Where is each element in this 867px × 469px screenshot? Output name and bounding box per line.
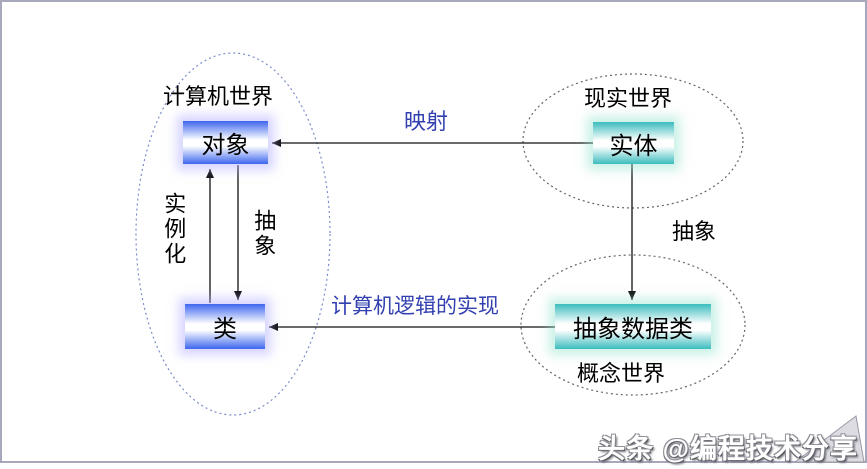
real-world-ellipse	[522, 73, 744, 209]
abstraction-label-right: 抽象	[672, 219, 717, 244]
implementation-label: 计算机逻辑的实现	[331, 294, 499, 318]
concept-world-ellipse	[520, 254, 746, 396]
computer-world-label: 计算机世界	[163, 84, 274, 109]
class-box: 类	[185, 304, 265, 349]
mapping-label: 映射	[404, 109, 449, 134]
real-world-label: 现实世界	[584, 86, 673, 111]
object-box: 对象	[183, 121, 268, 164]
instantiation-label: 实例化	[161, 192, 187, 267]
concept-world-label: 概念世界	[577, 361, 666, 386]
abstract-data-class-box: 抽象数据类	[555, 304, 711, 349]
entity-box: 实体	[593, 122, 674, 164]
computer-world-ellipse	[135, 52, 331, 416]
abstraction-label-left: 抽象	[251, 209, 277, 259]
watermark-swoosh	[793, 415, 865, 463]
watermark-text: 头条 @编程技术分享	[598, 434, 858, 464]
